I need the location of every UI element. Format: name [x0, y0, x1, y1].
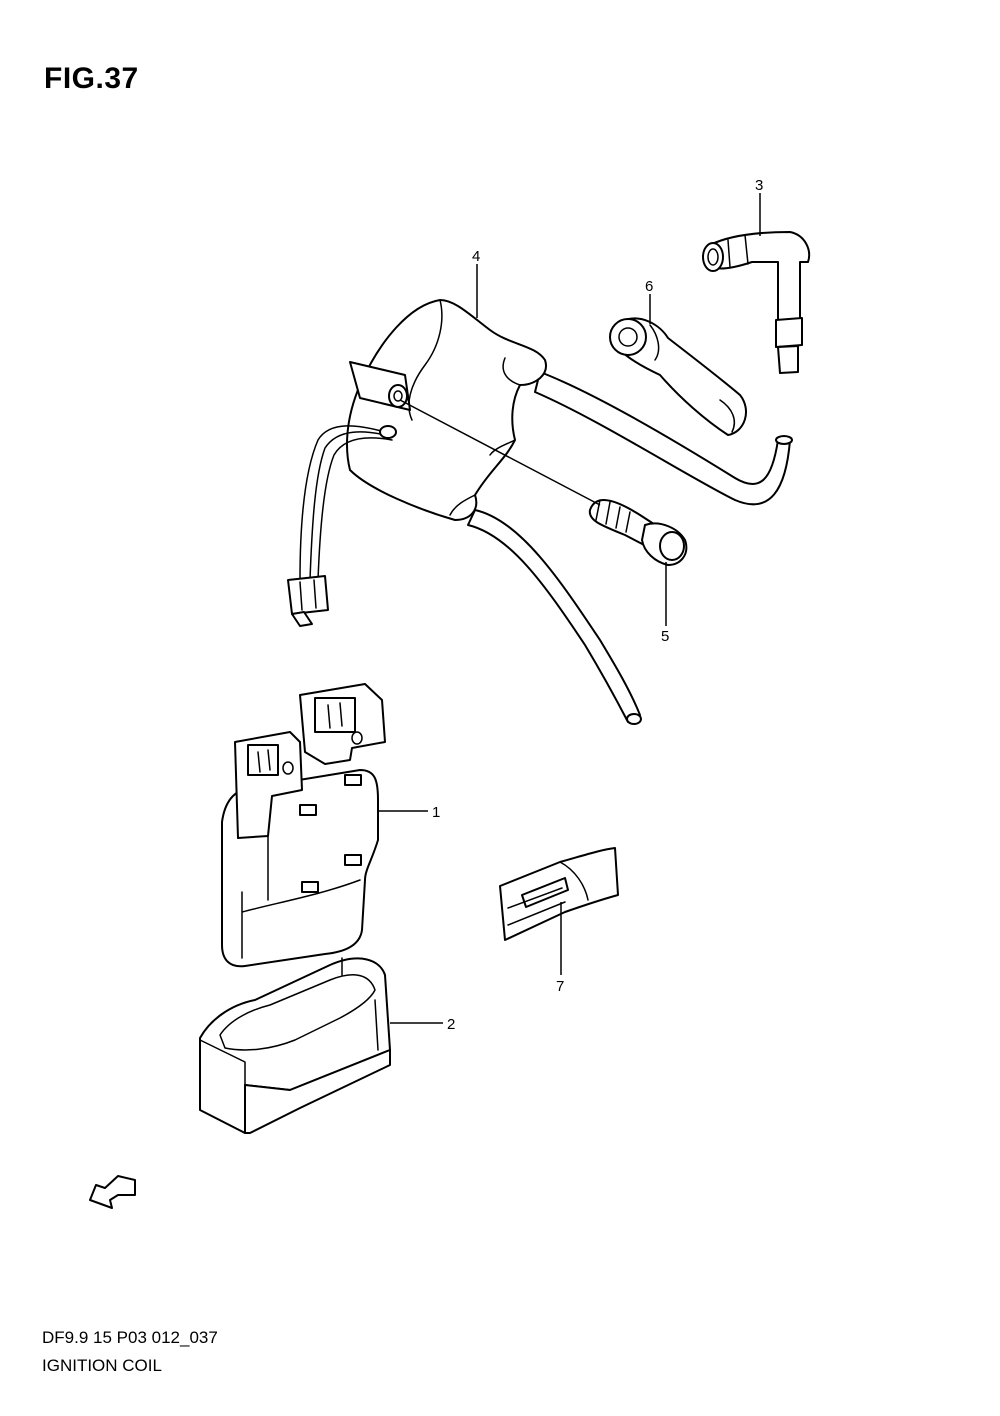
callout-4-label: 4 — [472, 248, 480, 265]
callout-5[interactable]: 5 — [661, 562, 669, 645]
callout-3[interactable]: 3 — [755, 177, 763, 236]
figure-title: FIG.37 — [44, 62, 139, 95]
callout-7-label: 7 — [556, 978, 564, 995]
callout-6-label: 6 — [645, 278, 653, 295]
bolt[interactable] — [588, 499, 688, 566]
spark-plug-cap[interactable] — [702, 231, 810, 374]
callout-1[interactable]: 1 — [378, 804, 440, 821]
callout-3-label: 3 — [755, 177, 763, 194]
rubber-cap[interactable] — [609, 317, 747, 436]
callout-2[interactable]: 2 — [390, 1016, 455, 1033]
fwd-arrow-icon: FWD — [89, 1175, 136, 1209]
callout-5-label: 5 — [661, 628, 669, 645]
callout-2-label: 2 — [447, 1016, 455, 1033]
bolt-reference-line — [399, 399, 601, 506]
cdi-unit[interactable] — [221, 683, 386, 968]
figure-code: DF9.9 15 P03 012_037 — [42, 1328, 218, 1347]
cdi-holder[interactable] — [199, 957, 391, 1134]
callout-1-label: 1 — [432, 804, 440, 821]
callout-6[interactable]: 6 — [645, 278, 653, 324]
figure-name: IGNITION COIL — [42, 1356, 162, 1375]
ignition-coil[interactable] — [287, 299, 793, 725]
callout-4[interactable]: 4 — [472, 248, 480, 318]
clamp-clip[interactable] — [499, 847, 619, 941]
callout-7[interactable]: 7 — [556, 902, 564, 995]
